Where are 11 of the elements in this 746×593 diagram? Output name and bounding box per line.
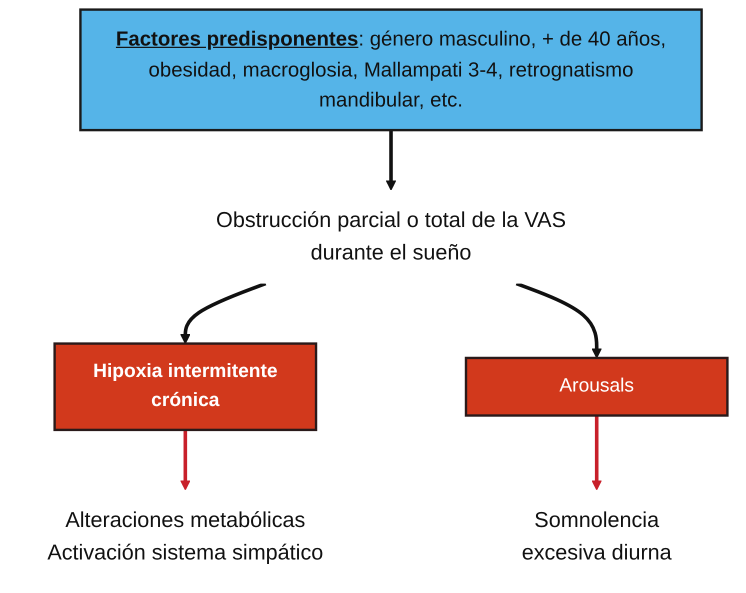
arrow <box>516 282 602 358</box>
node-text: Somnolencia excesiva diurna <box>522 508 672 564</box>
arrow <box>180 282 266 344</box>
node-text: Obstrucción parcial o total de la VAS durante el sueño <box>216 208 566 264</box>
arrow <box>386 130 396 191</box>
arrow <box>591 416 602 490</box>
node-text: Alteraciones metabólicas Activación sistema simpático <box>47 508 324 564</box>
node-box: Hipoxia intermitente crónica <box>53 342 318 432</box>
node-box: Arousals <box>464 356 729 417</box>
arrow <box>180 430 191 490</box>
node-box: Factores predisponentes: género masculino, + de 40 años, obesidad, macroglosia, Mallampati 3-4, retrognatismo mandibular, etc. <box>79 8 703 132</box>
